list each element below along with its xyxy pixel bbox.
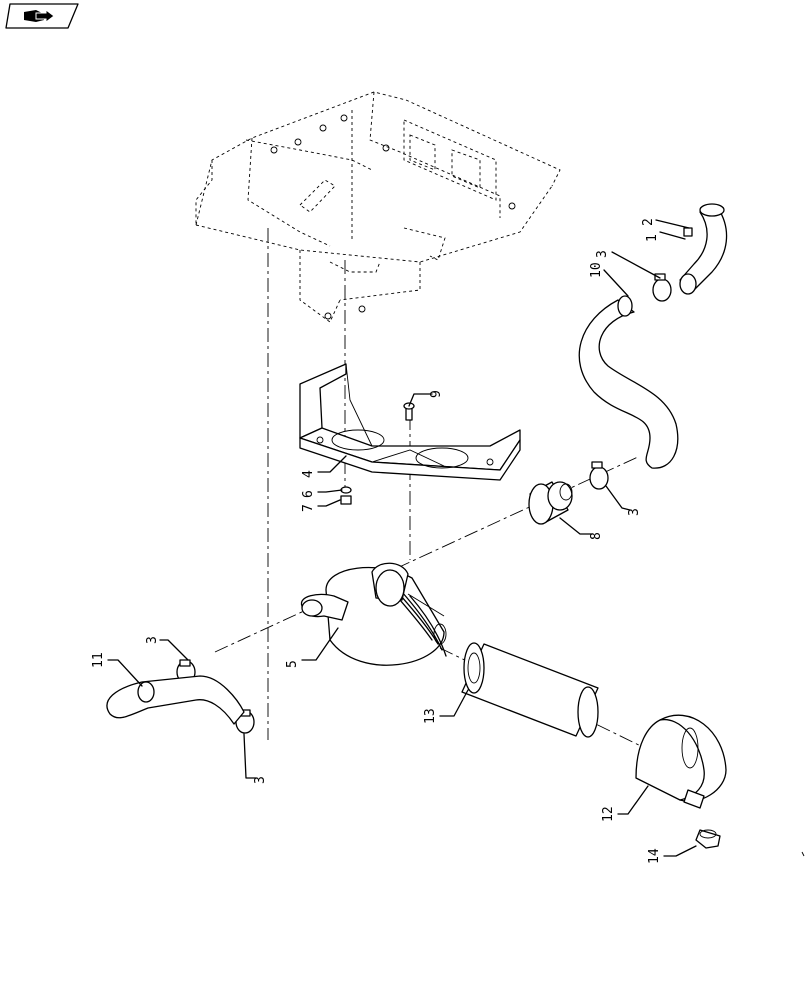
housing-cover: [635, 714, 727, 802]
callout-7: 7: [301, 504, 316, 512]
callout-11: 11: [91, 652, 106, 668]
callout-8: 8: [589, 532, 604, 540]
callout-10: 10: [589, 262, 604, 278]
mounting-bracket: [299, 363, 521, 481]
callout-13: 13: [423, 708, 438, 724]
callout-3-left: 3: [145, 636, 160, 644]
callout-14: 14: [647, 848, 662, 864]
callout-4: 4: [301, 470, 316, 478]
leader-lines: [107, 219, 697, 857]
callout-3-mid: 3: [627, 508, 642, 516]
nav-button[interactable]: [5, 3, 79, 29]
air-cleaner-housing: [300, 562, 447, 666]
callout-1: 1: [645, 234, 660, 242]
callout-6: 6: [301, 490, 316, 498]
book-arrow-icon: [24, 9, 55, 23]
dust-valve: [683, 789, 721, 849]
callout-3-right: 3: [253, 776, 268, 784]
intake-hose-lower: [106, 675, 245, 725]
nut: [340, 495, 352, 505]
callout-labels: 2 1 3 10 3 8 9 4 6 7 5 3 11 3 13 12 14: [91, 218, 662, 864]
machine-frame: [195, 91, 561, 323]
callout-5: 5: [285, 660, 300, 668]
hose-clamp-upper: [652, 273, 672, 302]
inlet-elbow-hose: [679, 203, 728, 295]
corner-mark: [801, 851, 805, 857]
reducer-adapter: [528, 481, 573, 525]
callout-12: 12: [601, 806, 616, 822]
flexible-hose: [578, 295, 679, 469]
callout-3-upper: 3: [595, 250, 610, 258]
filter-element: [461, 642, 599, 738]
callout-2: 2: [641, 218, 656, 226]
nav-button-hitarea[interactable]: [6, 4, 78, 30]
callout-9: 9: [429, 390, 444, 398]
hose-clamp-mid: [589, 461, 609, 490]
screw: [683, 227, 693, 237]
